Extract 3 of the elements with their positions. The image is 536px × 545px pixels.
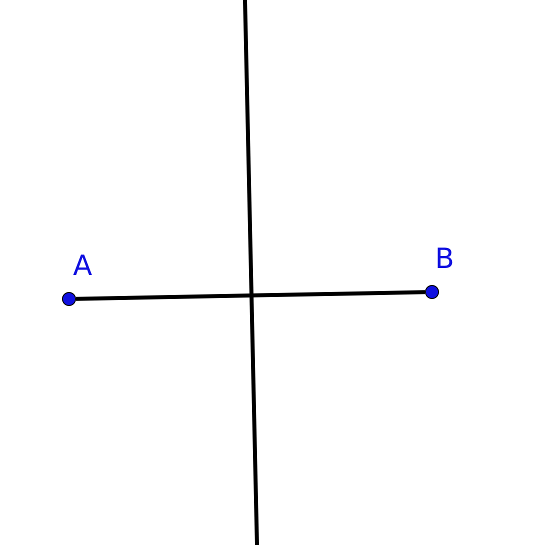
line-segment <box>76 290 426 301</box>
point-label: B <box>435 245 454 273</box>
point-label: A <box>73 252 92 280</box>
